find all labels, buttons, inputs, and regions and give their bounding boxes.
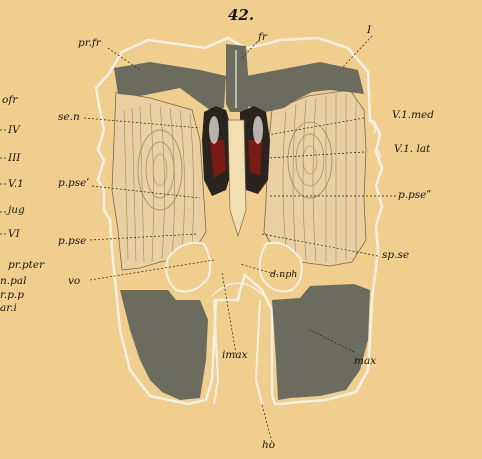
left-margin-leaders xyxy=(0,130,6,234)
figure-number: 42. xyxy=(228,8,254,23)
label-d-nph: d.nph xyxy=(270,270,297,280)
margin-label-V1: V.1 xyxy=(8,179,24,190)
label-vo: vo xyxy=(68,276,80,287)
margin-label-ofr: ofr xyxy=(2,95,17,106)
label-sp-se: sp.se xyxy=(382,250,409,261)
label-fr: fr xyxy=(258,32,267,43)
margin-label-III: III xyxy=(8,153,20,164)
margin-label-jug: jug xyxy=(8,205,25,216)
label-se-n: se.n xyxy=(58,112,80,123)
label-p-pse-double-prime: p.pseʺ xyxy=(398,190,431,201)
label-p-pse-prime: p.pseʹ xyxy=(58,178,89,189)
margin-label-IV: IV xyxy=(8,125,20,136)
margin-label-n-pal: n.pal xyxy=(0,276,26,287)
margin-label-pr-pter: pr.pter xyxy=(8,260,44,271)
label-V1-lat: V.1. lat xyxy=(394,144,430,155)
frontal-bone xyxy=(226,44,250,112)
label-imax: imax xyxy=(222,350,248,361)
label-p-pse: p.pse xyxy=(58,236,86,247)
label-ho: ho xyxy=(262,440,275,451)
margin-label-VI: VI xyxy=(8,229,20,240)
margin-label-r-p-p: r.p.p xyxy=(0,290,24,301)
label-max: max xyxy=(354,356,376,367)
label-I: I xyxy=(367,25,371,36)
label-V1-med: V.1.med xyxy=(392,110,434,121)
margin-label-ar-i: ar.i xyxy=(0,303,17,314)
label-pr-fr: pr.fr xyxy=(78,38,101,49)
